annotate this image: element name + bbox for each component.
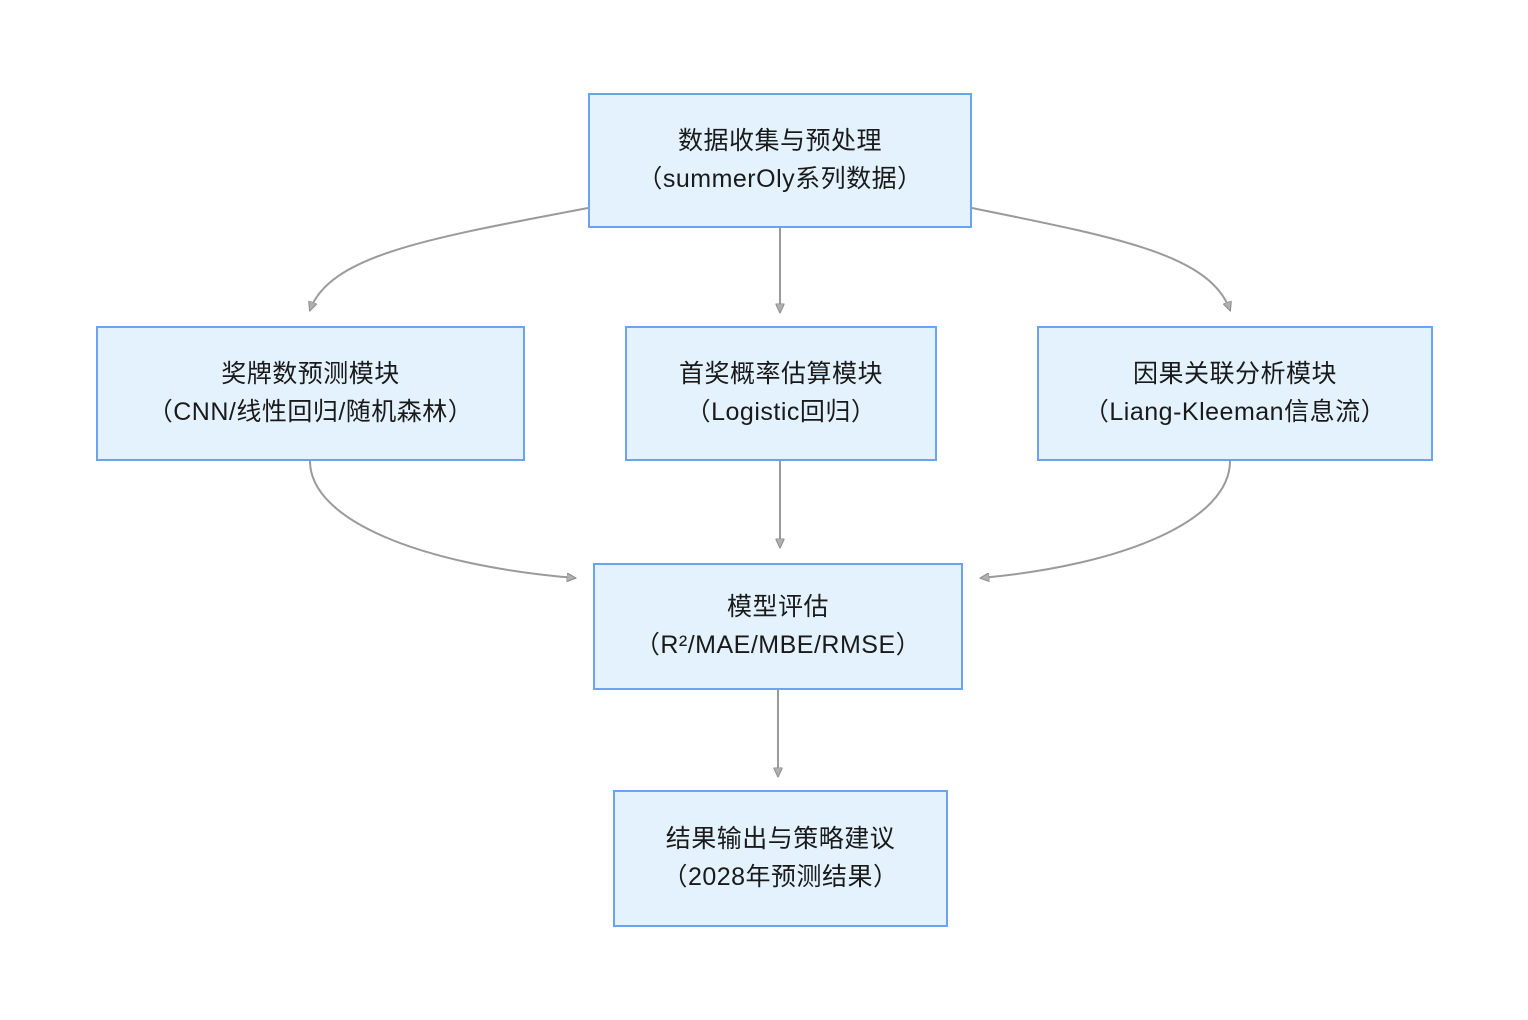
node-result-output[interactable]: 结果输出与策略建议 （2028年预测结果）	[613, 790, 948, 927]
node-medal-prediction-line2: （CNN/线性回归/随机森林）	[147, 397, 474, 426]
node-result-output-line2: （2028年预测结果）	[662, 862, 899, 891]
node-first-medal-probability[interactable]: 首奖概率估算模块 （Logistic回归）	[625, 326, 937, 461]
node-first-medal-probability-line2: （Logistic回归）	[685, 397, 877, 426]
node-data-collection-line1: 数据收集与预处理	[677, 127, 882, 155]
node-medal-prediction[interactable]: 奖牌数预测模块 （CNN/线性回归/随机森林）	[96, 326, 525, 461]
node-causal-analysis[interactable]: 因果关联分析模块 （Liang-Kleeman信息流）	[1037, 326, 1433, 461]
node-causal-analysis-line1: 因果关联分析模块	[1132, 360, 1337, 388]
edge-causal-to-eval	[981, 460, 1231, 578]
edge-medal-to-eval	[309, 460, 575, 578]
node-model-evaluation[interactable]: 模型评估 （R²/MAE/MBE/RMSE）	[593, 563, 963, 690]
node-model-evaluation-line2: （R²/MAE/MBE/RMSE）	[634, 630, 922, 659]
node-data-collection[interactable]: 数据收集与预处理 （summerOly系列数据）	[588, 93, 972, 228]
node-result-output-line1: 结果输出与策略建议	[665, 825, 896, 853]
node-medal-prediction-line1: 奖牌数预测模块	[221, 360, 400, 388]
node-model-evaluation-line1: 模型评估	[726, 593, 829, 621]
node-causal-analysis-line2: （Liang-Kleeman信息流）	[1083, 397, 1387, 426]
node-data-collection-line2: （summerOly系列数据）	[637, 164, 923, 193]
edge-data-to-causal	[971, 207, 1230, 310]
edge-data-to-medal	[310, 207, 589, 310]
node-first-medal-probability-line1: 首奖概率估算模块	[678, 360, 883, 388]
